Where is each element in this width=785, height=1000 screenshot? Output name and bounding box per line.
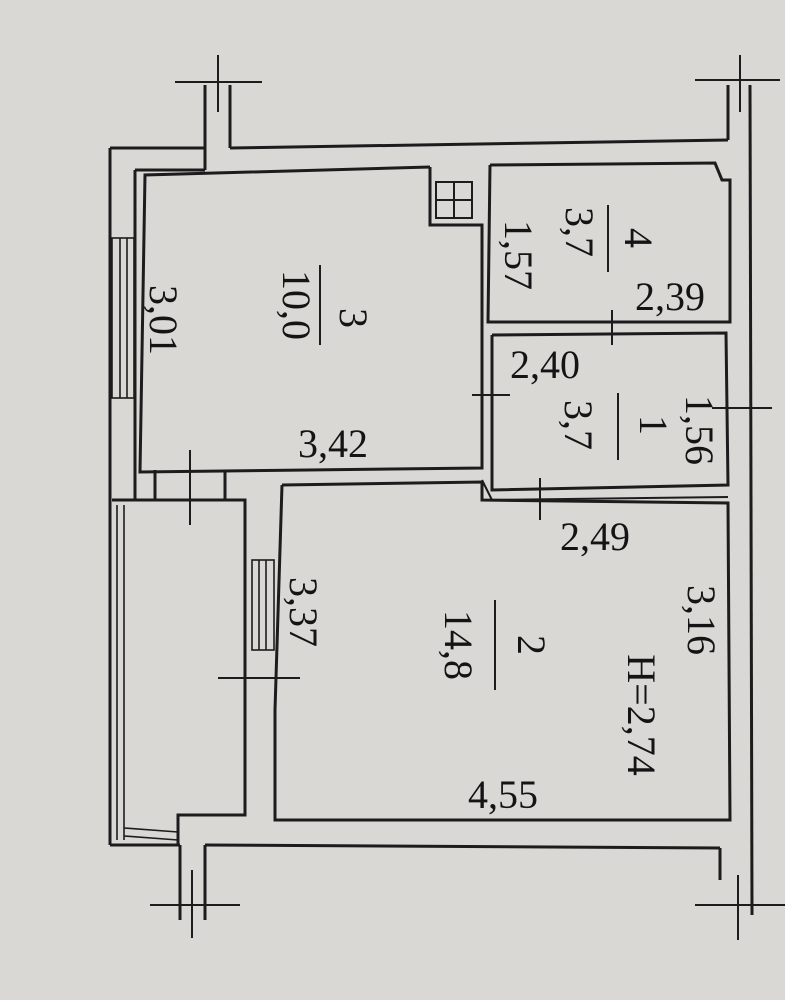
room-2-number: 2 <box>509 635 554 655</box>
balcony <box>112 470 247 845</box>
room-4-labels: 4 3,7 1,57 2,39 <box>496 205 705 319</box>
room-1-number: 1 <box>631 415 676 435</box>
room-1-depth: 1,56 <box>677 395 722 465</box>
room-1-labels: 1 3,7 2,40 1,56 <box>510 342 722 465</box>
room-3 <box>111 165 484 525</box>
room-3-labels: 3 10,0 3,01 3,42 <box>141 265 376 466</box>
room-2-depth: 3,16 <box>679 585 724 655</box>
room-2 <box>218 480 732 822</box>
room-4-number: 4 <box>616 228 661 248</box>
room-3-depth: 3,01 <box>141 285 186 355</box>
room-3-number: 3 <box>331 308 376 328</box>
axis-marks <box>150 55 785 940</box>
room-2-labels: 2 14,8 4,55 3,16 2,49 3,37 H=2,74 <box>281 514 724 817</box>
room-2-extra-depth: 3,37 <box>281 577 326 647</box>
window-room-2 <box>251 559 275 651</box>
ventilation-icon <box>435 181 473 219</box>
room-2-width: 4,55 <box>468 772 538 817</box>
room-1-width: 2,40 <box>510 342 580 387</box>
ceiling-height: H=2,74 <box>619 654 664 775</box>
window-room-3 <box>111 237 135 399</box>
room-4-depth: 1,57 <box>496 220 541 290</box>
room-1-area: 3,7 <box>556 400 601 450</box>
outer-walls <box>108 84 754 920</box>
room-3-area: 10,0 <box>274 270 319 340</box>
room-4-area: 3,7 <box>557 207 602 257</box>
room-2-extra-width: 2,49 <box>560 514 630 559</box>
room-4-width: 2,39 <box>635 274 705 319</box>
room-2-area: 14,8 <box>436 610 481 680</box>
room-4 <box>486 161 732 345</box>
balcony-glazing <box>116 505 179 841</box>
room-3-width: 3,42 <box>298 421 368 466</box>
